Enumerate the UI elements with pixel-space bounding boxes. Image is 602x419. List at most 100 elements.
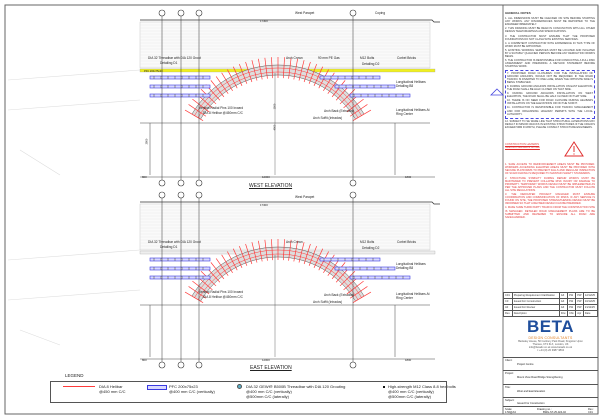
bolt xyxy=(153,267,155,270)
bolt xyxy=(323,258,325,261)
anchor-head-icon xyxy=(177,9,185,17)
bolt xyxy=(358,258,360,261)
bolt xyxy=(395,276,397,279)
bolt xyxy=(372,258,374,261)
radial-helibar xyxy=(258,58,263,80)
west-elevation-title: WEST ELEVATION xyxy=(249,183,293,189)
bolt xyxy=(359,267,361,270)
label-longitudinal-helibars-east: Longitudinal Helibars Detailing B8 xyxy=(396,262,426,270)
label-corbel-bricks: Corbel Bricks xyxy=(397,56,416,60)
pfc-swatch xyxy=(147,385,167,390)
bolt xyxy=(153,276,155,279)
label-detailing-d1-east: Detailing D1 xyxy=(160,245,178,249)
label-detailing-d2: Detailing D2 xyxy=(362,62,380,66)
dim-span: 12000 xyxy=(262,175,270,179)
bolt xyxy=(372,76,374,79)
anchor-head-icon xyxy=(349,191,357,199)
bolt xyxy=(359,85,361,88)
bolt xyxy=(345,85,347,88)
label-arch-back: Arch Back (Extrados) xyxy=(324,109,355,113)
bolt-icon xyxy=(383,386,385,388)
bolt xyxy=(358,76,360,79)
pfc-channel xyxy=(319,75,381,80)
pfc-channel xyxy=(149,266,211,271)
pfc-channel xyxy=(149,257,211,262)
bolt xyxy=(174,267,176,270)
radial-helibar xyxy=(232,248,243,268)
label-m12-bolts-east: M12 Bolts xyxy=(360,240,375,244)
radial-helibar xyxy=(293,58,298,80)
label-arch-soffit-east: Arch Soffit (Intrados) xyxy=(313,300,343,304)
radial-helibar xyxy=(288,239,292,261)
bolt xyxy=(330,76,332,79)
anchor-head-icon xyxy=(349,9,357,17)
radial-helibar xyxy=(308,64,317,84)
bolt xyxy=(167,94,169,97)
label-arch-soffit: Arch Soffit (Intrados) xyxy=(313,116,343,120)
bolt xyxy=(202,276,204,279)
radial-helibar xyxy=(303,61,311,83)
radial-helibar xyxy=(184,109,204,122)
dim-side-b: 1800 xyxy=(405,175,412,179)
bolt xyxy=(167,267,169,270)
bolt xyxy=(202,76,204,79)
radial-helibar xyxy=(192,280,210,295)
anchor-foot-icon xyxy=(158,361,166,369)
dim-overall-east: 17300 xyxy=(260,203,268,207)
longitudinal-helibar xyxy=(197,71,359,118)
label-detailing-d2-east: Detailing D2 xyxy=(362,246,380,250)
warning-triangle-icon xyxy=(564,141,584,157)
bolt xyxy=(174,94,176,97)
bolt xyxy=(195,76,197,79)
bolt xyxy=(181,85,183,88)
radial-helibar xyxy=(271,57,274,79)
bolt xyxy=(181,267,183,270)
anchor-head-icon xyxy=(177,191,185,199)
scale-drawing-row: Scale: 1:50@A3 Drawing no.: BWG-ST-25-02… xyxy=(503,406,598,415)
anchor-foot-icon xyxy=(349,179,357,187)
hazards-subheading: SPECIFIC HAZARDS NOTED xyxy=(505,146,540,150)
radial-helibar xyxy=(327,258,341,276)
radial-helibar xyxy=(188,286,207,299)
bolt xyxy=(202,85,204,88)
subject-field: Subject:Issued For Construction xyxy=(503,397,598,407)
road-context xyxy=(7,69,141,346)
bolt xyxy=(167,76,169,79)
radial-helibar xyxy=(210,80,225,98)
bolt xyxy=(181,276,183,279)
anchor-head-icon xyxy=(195,9,203,17)
radial-helibar xyxy=(251,60,258,81)
bolt xyxy=(160,258,162,261)
parapet-brickwork xyxy=(139,21,431,69)
bolt xyxy=(174,276,176,279)
legend-item-pfc: PFC 200x75x23@400 mm C/C (vertically) xyxy=(169,384,215,394)
pfc-channel xyxy=(149,84,211,89)
bolt xyxy=(338,85,340,88)
pfc-channel xyxy=(149,75,211,80)
bolt xyxy=(153,85,155,88)
bolt xyxy=(202,94,204,97)
pfc-channel xyxy=(349,93,411,98)
dim-overall: 17300 xyxy=(260,19,268,23)
dim-side-b-east: 1800 xyxy=(405,358,412,362)
radial-helibar xyxy=(245,243,253,265)
radial-helibar xyxy=(282,57,285,79)
dim-span-east: 12000 xyxy=(262,358,270,362)
longitudinal-helibar xyxy=(197,253,359,300)
label-coping: Coping xyxy=(375,11,386,15)
helibar-swatch xyxy=(63,386,95,387)
radial-helibar xyxy=(352,291,372,304)
anchor-foot-icon xyxy=(177,179,185,187)
label-detailing-d1: Detailing D1 xyxy=(160,61,178,65)
bolt xyxy=(380,85,382,88)
bolt xyxy=(365,258,367,261)
bolt xyxy=(330,258,332,261)
label-threadbar: DIA 32 Threadbar with DIA 120 Grout xyxy=(148,56,201,60)
anchor-foot-icon xyxy=(349,361,357,369)
label-helibars-ring-center: Longitudinal Helibars At Ring Center xyxy=(396,108,430,116)
bolt xyxy=(195,276,197,279)
bolt xyxy=(188,267,190,270)
pfc-channel xyxy=(334,266,396,271)
pfc-channel xyxy=(349,275,411,280)
